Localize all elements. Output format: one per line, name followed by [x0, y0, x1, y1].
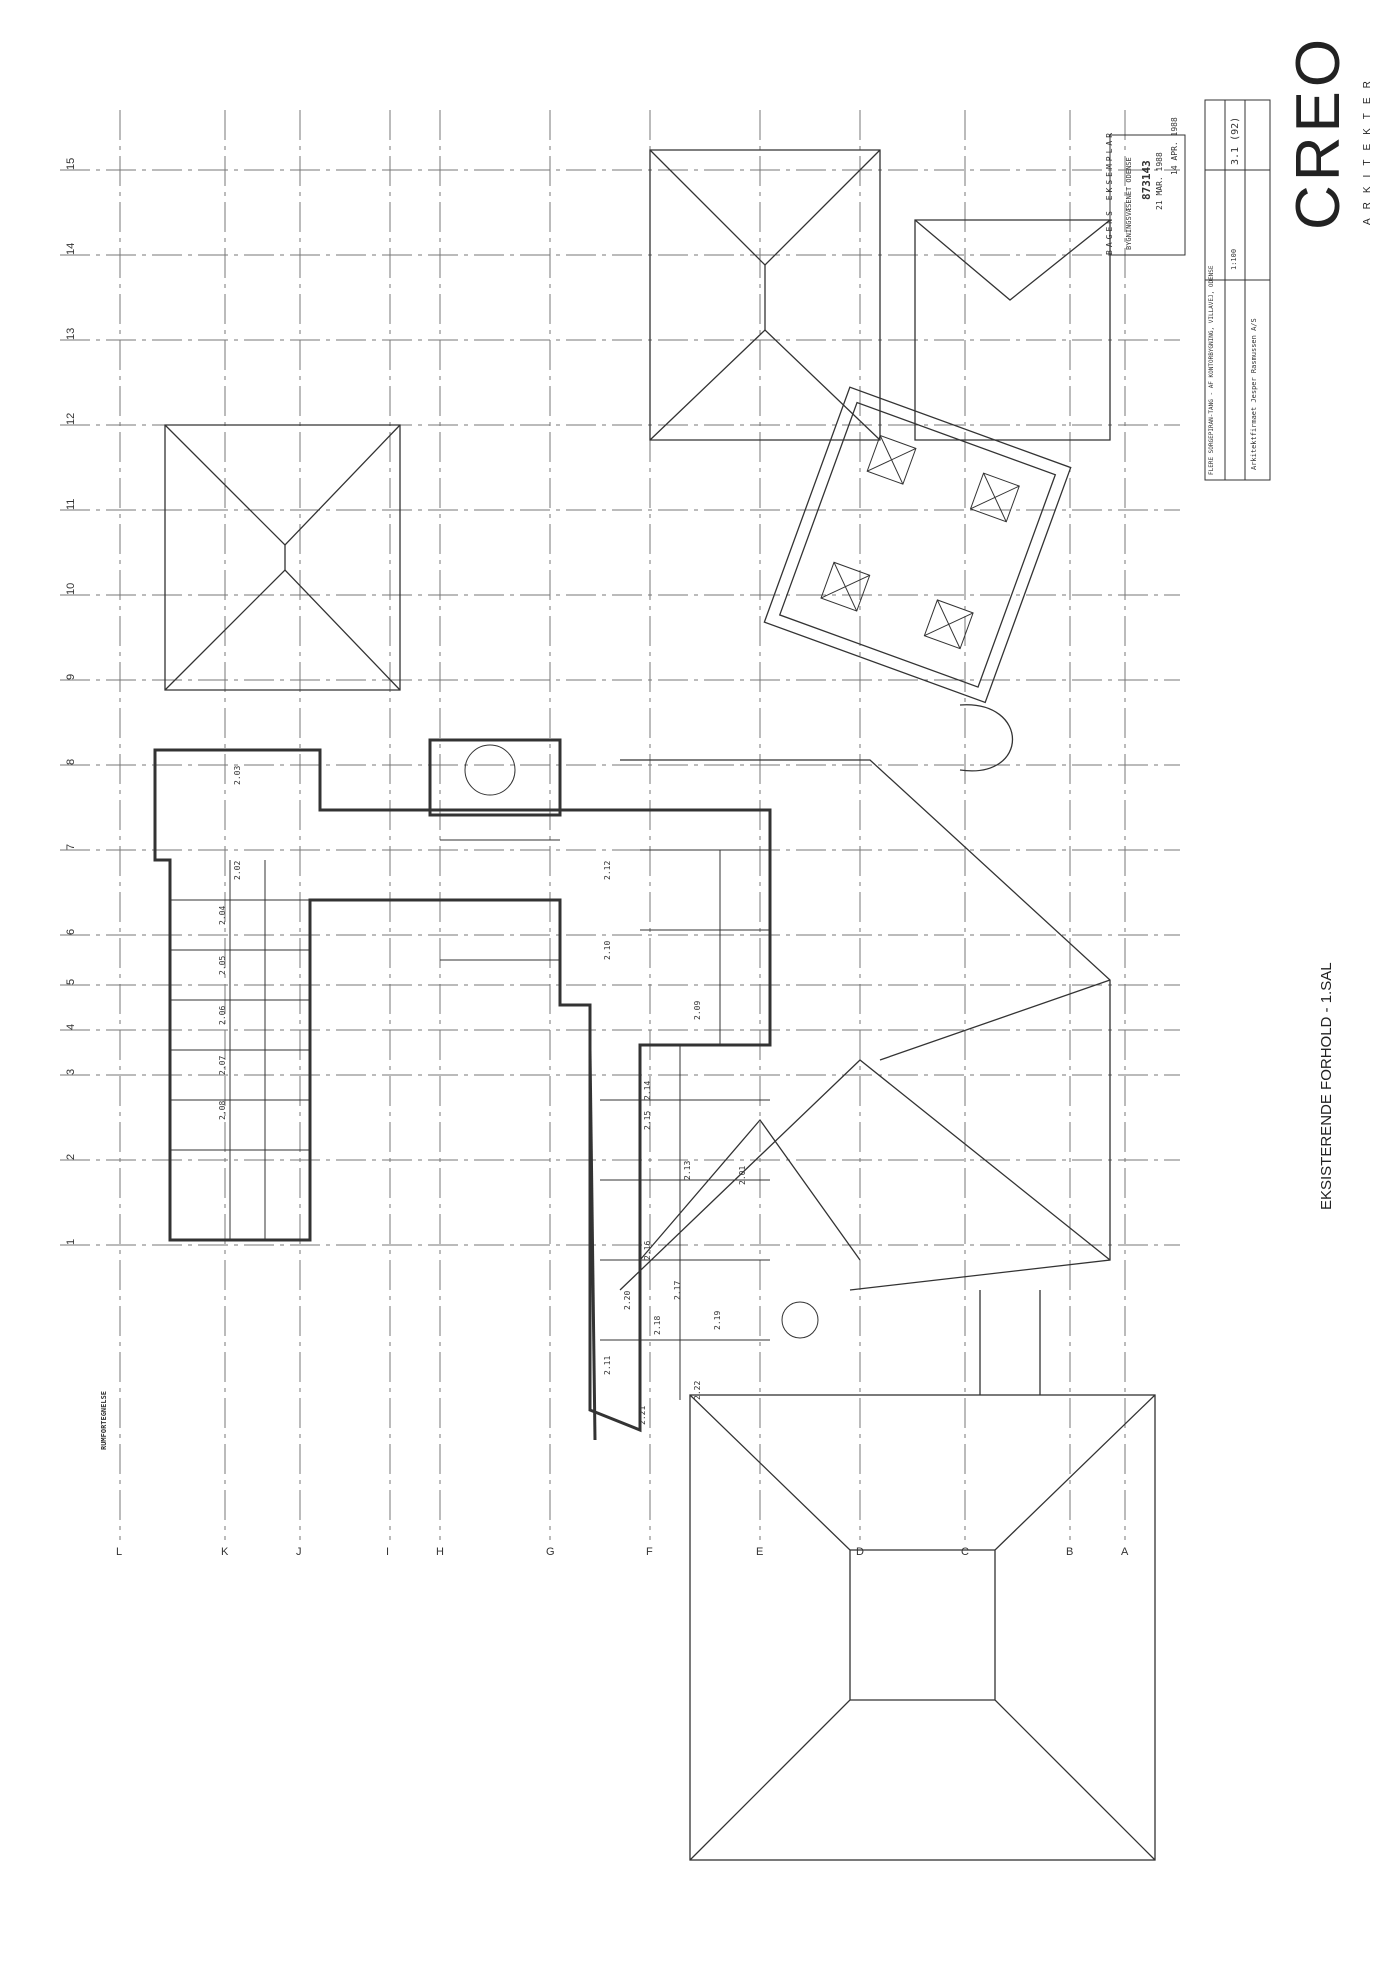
- room-label: 2.11: [603, 1356, 612, 1375]
- room-label: 2.18: [653, 1316, 662, 1335]
- roof-outline-bottom-building: [689, 1290, 1156, 1861]
- grid-label-L: L: [116, 1546, 122, 1558]
- room-label: 2.16: [643, 1241, 652, 1260]
- grid-label-H: H: [436, 1546, 444, 1558]
- grid-label-J: J: [296, 1546, 302, 1558]
- logo-creo: CREO: [1284, 34, 1353, 230]
- logo-subtitle: ARKITEKTER: [1362, 72, 1373, 225]
- grid-label-7: 7: [65, 844, 77, 850]
- room-label: 2.12: [603, 861, 612, 880]
- grid-label-2: 2: [65, 1154, 77, 1160]
- room-label: 2.07: [218, 1056, 227, 1075]
- approval-stamp: [1109, 134, 1186, 256]
- stamp-header: BAGENS EKSEMPLAR: [1105, 129, 1114, 255]
- room-label: 2.22: [693, 1381, 702, 1400]
- grid-label-15: 15: [65, 158, 77, 170]
- grid-label-E: E: [756, 1546, 763, 1558]
- building-walls: [153, 738, 772, 1441]
- title-block-project: FLERE SORGEPIRAN-TANG - AF KONTORBYGNING…: [1208, 265, 1215, 475]
- grid-label-12: 12: [65, 413, 77, 425]
- grid-label-A: A: [1121, 1546, 1129, 1558]
- title-block: [1109, 99, 1271, 481]
- grid-label-6: 6: [65, 929, 77, 935]
- room-label: 2.10: [603, 941, 612, 960]
- room-label: 2.06: [218, 1006, 227, 1025]
- stamp-approved-date: 14 APR. 1988: [1170, 117, 1179, 175]
- stair-curve: [959, 704, 1013, 772]
- room-label: 2.05: [218, 956, 227, 975]
- room-label: 2.02: [233, 861, 242, 880]
- stamp-case-number: 873143: [1140, 160, 1153, 200]
- grid-label-I: I: [386, 1546, 389, 1558]
- grid-label-5: 5: [65, 979, 77, 985]
- room-label: 2.21: [638, 1406, 647, 1425]
- room-schedule-title: RUMFORTEGNELSE: [100, 1390, 108, 1450]
- room-label: 2.20: [623, 1291, 632, 1310]
- room-label: 2.14: [643, 1081, 652, 1100]
- grid-label-4: 4: [65, 1024, 77, 1030]
- grid-label-B: B: [1066, 1546, 1073, 1558]
- room-label: 2.03: [233, 766, 242, 785]
- grid-label-11: 11: [65, 499, 77, 510]
- interior-partitions: [170, 744, 819, 1400]
- grid-label-13: 13: [65, 328, 77, 340]
- roof-outline-upper-left: [164, 424, 401, 691]
- title-block-architect: Arkitektfirmaet Jesper Rasmussen A/S: [1250, 318, 1258, 470]
- grid-label-G: G: [546, 1546, 555, 1558]
- title-block-drawing-number: 3.1 (92): [1230, 116, 1241, 165]
- roof-outline-tilted-square: [763, 386, 1072, 704]
- stamp-authority: BYGNINGSVÆSENET ODENSE: [1125, 157, 1133, 250]
- room-label: 2.08: [218, 1101, 227, 1120]
- room-label: 2.15: [643, 1111, 652, 1130]
- grid-label-C: C: [961, 1546, 969, 1558]
- grid-label-3: 3: [65, 1069, 77, 1075]
- room-label: 2.01: [738, 1166, 747, 1185]
- grid-label-10: 10: [65, 583, 77, 595]
- stamp-received-date: 21 MAR. 1988: [1155, 152, 1164, 210]
- title-block-scale: 1:100: [1230, 248, 1238, 270]
- room-label: 2.19: [713, 1311, 722, 1330]
- room-label: 2.09: [693, 1001, 702, 1020]
- roof-outline-lower: [619, 759, 1111, 1291]
- grid-label-1: 1: [65, 1239, 77, 1245]
- grid-label-8: 8: [65, 759, 77, 765]
- room-label: 2.13: [683, 1161, 692, 1180]
- grid-label-14: 14: [65, 243, 77, 255]
- room-label: 2.17: [673, 1281, 682, 1300]
- roof-outline-upper-right: [649, 149, 1111, 441]
- sheet-label: EKSISTERENDE FORHOLD - 1.SAL: [1318, 962, 1335, 1210]
- grid-label-F: F: [646, 1546, 653, 1558]
- grid-label-D: D: [856, 1546, 864, 1558]
- grid-label-K: K: [221, 1546, 229, 1558]
- room-label: 2.04: [218, 906, 227, 925]
- grid-label-9: 9: [65, 674, 77, 680]
